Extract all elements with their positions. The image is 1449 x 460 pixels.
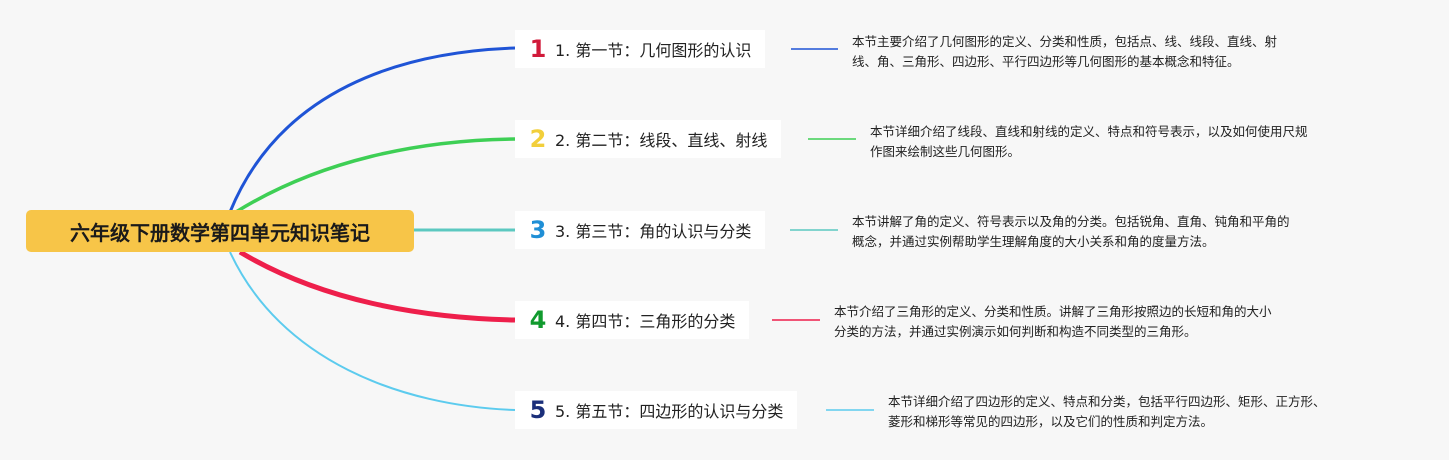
branch-topic-4[interactable]: 4 4. 第四节：三角形的分类 <box>515 301 750 339</box>
branch-number-1: 1 <box>529 35 547 63</box>
branch-number-2: 2 <box>529 125 547 153</box>
connector-branch-4 <box>238 249 516 323</box>
description-line: 菱形和梯形等常见的四边形，以及它们的性质和判定方法。 <box>888 414 1214 429</box>
branch-label-2: 2. 第二节：线段、直线、射线 <box>555 131 768 150</box>
branch-description-1: 本节主要介绍了几何图形的定义、分类和性质，包括点、线、线段、直线、射 线、角、三… <box>852 32 1277 72</box>
description-line: 分类的方法，并通过实例演示如何判断和构造不同类型的三角形。 <box>834 324 1197 339</box>
branch-topic-2[interactable]: 2 2. 第二节：线段、直线、射线 <box>515 120 782 158</box>
branch-description-3: 本节讲解了角的定义、符号表示以及角的分类。包括锐角、直角、钝角和平角的 概念，并… <box>852 212 1290 252</box>
branch-topic-3[interactable]: 3 3. 第三节：角的认识与分类 <box>515 211 766 249</box>
branch-number-3: 3 <box>529 216 547 244</box>
description-line: 本节主要介绍了几何图形的定义、分类和性质，包括点、线、线段、直线、射 <box>852 34 1278 49</box>
description-line: 作图来绘制这些几何图形。 <box>870 144 1021 159</box>
branch-description-5: 本节详细介绍了四边形的定义、特点和分类，包括平行四边形、矩形、正方形、 菱形和梯… <box>888 392 1326 432</box>
description-line: 线、角、三角形、四边形、平行四边形等几何图形的基本概念和特征。 <box>852 54 1240 69</box>
branch-number-5: 5 <box>529 396 547 424</box>
description-line: 本节讲解了角的定义、符号表示以及角的分类。包括锐角、直角、钝角和平角的 <box>852 214 1290 229</box>
branch-description-2: 本节详细介绍了线段、直线和射线的定义、特点和符号表示，以及如何使用尺规 作图来绘… <box>870 122 1308 162</box>
branch-number-4: 4 <box>529 306 547 334</box>
description-line: 本节详细介绍了四边形的定义、特点和分类，包括平行四边形、矩形、正方形、 <box>888 394 1326 409</box>
root-topic[interactable]: 六年级下册数学第四单元知识笔记 <box>26 210 414 252</box>
connector-branch-1 <box>228 46 516 213</box>
description-line: 本节详细介绍了线段、直线和射线的定义、特点和符号表示，以及如何使用尺规 <box>870 124 1308 139</box>
connector-branch-5 <box>229 251 516 411</box>
description-line: 概念，并通过实例帮助学生理解角度的大小关系和角的度量方法。 <box>852 234 1215 249</box>
branch-label-3: 3. 第三节：角的认识与分类 <box>555 222 752 241</box>
branch-topic-1[interactable]: 1 1. 第一节：几何图形的认识 <box>515 30 766 68</box>
branch-topic-5[interactable]: 5 5. 第五节：四边形的认识与分类 <box>515 391 798 429</box>
branch-label-1: 1. 第一节：几何图形的认识 <box>555 41 752 60</box>
branch-label-4: 4. 第四节：三角形的分类 <box>555 312 736 331</box>
branch-description-4: 本节介绍了三角形的定义、分类和性质。讲解了三角形按照边的长短和角的大小 分类的方… <box>834 302 1272 342</box>
branch-label-5: 5. 第五节：四边形的认识与分类 <box>555 402 784 421</box>
description-line: 本节介绍了三角形的定义、分类和性质。讲解了三角形按照边的长短和角的大小 <box>834 304 1272 319</box>
connector-branch-2 <box>235 137 516 214</box>
